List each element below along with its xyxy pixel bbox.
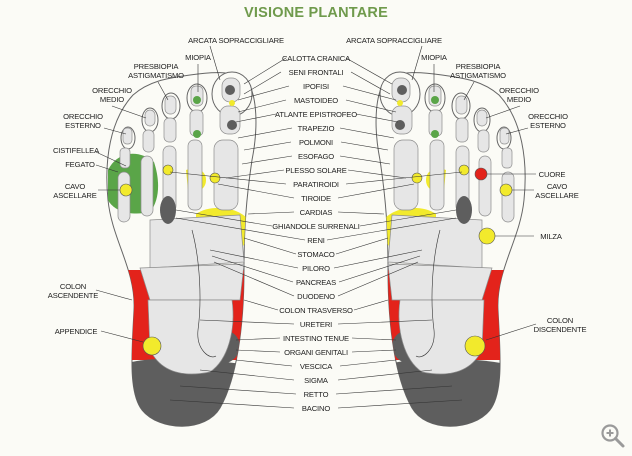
- label-sigma: SIGMA: [304, 376, 329, 385]
- label-left-appendice: APPENDICE: [55, 327, 98, 336]
- left-yellow-dot-1: [229, 100, 235, 106]
- label-paratiroidi: PARATIROIDI: [293, 180, 339, 189]
- outer-leader-lines: [95, 45, 537, 343]
- left-green-dot-1: [193, 96, 201, 104]
- right-green-dot-2: [431, 130, 439, 138]
- right-gray-dot-1: [397, 85, 407, 95]
- label-ghiandole-surrenali: GHIANDOLE SURRENALI: [272, 222, 359, 231]
- right-milza-dot: [478, 227, 496, 245]
- label-tiroide: TIROIDE: [301, 194, 331, 203]
- label-esofago: ESOFAGO: [298, 152, 334, 161]
- label-pancreas: PANCREAS: [296, 278, 336, 287]
- right-colon-dot: [464, 335, 486, 357]
- label-left-astigmatismo: ASTIGMATISMO: [128, 71, 184, 80]
- label-duodeno: DUODENO: [297, 292, 335, 301]
- label-colon-trasverso: COLON TRASVERSO: [279, 306, 353, 315]
- label-right-astigmatismo: ASTIGMATISMO: [450, 71, 506, 80]
- zoom-in-icon[interactable]: [599, 422, 627, 450]
- label-left-arcata: ARCATA SOPRACCIGLIARE: [188, 36, 284, 45]
- right-yellow-dot-1: [397, 100, 403, 106]
- diagram-title: VISIONE PLANTARE: [244, 5, 388, 21]
- left-yellow-dot-3: [162, 164, 174, 176]
- label-polmoni: POLMONI: [299, 138, 333, 147]
- left-gray-dot-2: [227, 120, 237, 130]
- label-right-orecchio-medio-1: ORECCHIO: [499, 86, 539, 95]
- label-cardias: CARDIAS: [300, 208, 333, 217]
- right-cuore-dot: [474, 167, 488, 181]
- right-green-dot-1: [431, 96, 439, 104]
- left-foot: [106, 71, 257, 427]
- label-right-cuore: CUORE: [539, 170, 566, 179]
- label-right-orecchio-esterno-1: ORECCHIO: [528, 112, 568, 121]
- left-green-dot-2: [193, 130, 201, 138]
- label-ureteri: URETERI: [300, 320, 332, 329]
- label-left-cavo: CAVO: [65, 182, 86, 191]
- right-cavo-dot: [499, 183, 513, 197]
- label-right-colon: COLON: [547, 316, 573, 325]
- label-right-discendente: DISCENDENTE: [534, 325, 587, 334]
- label-left-orecchio-esterno-2: ESTERNO: [65, 121, 101, 130]
- label-bacino: BACINO: [302, 404, 330, 413]
- left-appendice-dot: [142, 336, 162, 356]
- right-foot: [375, 71, 526, 427]
- label-left-orecchio-medio-1: ORECCHIO: [92, 86, 132, 95]
- center-leader-lines: [169, 57, 463, 409]
- label-intestino-tenue: INTESTINO TENUE: [283, 334, 349, 343]
- label-trapezio: TRAPEZIO: [298, 124, 335, 133]
- label-calotta-cranica: CALOTTA CRANICA: [282, 54, 351, 63]
- left-gray-dot-1: [225, 85, 235, 95]
- label-piloro: PILORO: [302, 264, 330, 273]
- label-seni-frontali: SENI FRONTALI: [289, 68, 344, 77]
- label-left-cistifellea: CISTIFELLEA: [53, 146, 100, 155]
- left-yellow-dot-2: [119, 183, 133, 197]
- label-left-ascellare: ASCELLARE: [53, 191, 96, 200]
- label-right-ascellare: ASCELLARE: [535, 191, 578, 200]
- label-right-arcata: ARCATA SOPRACCIGLIARE: [346, 36, 442, 45]
- right-outer-labels: ARCATA SOPRACCIGLIARE MIOPIA PRESBIOPIA …: [346, 36, 586, 334]
- label-organi-genitali: ORGANI GENITALI: [284, 348, 348, 357]
- left-gray-kidney: [160, 196, 176, 224]
- label-atlante-epistrofeo: ATLANTE EPISTROFEO: [275, 110, 357, 119]
- right-gray-dot-2: [395, 120, 405, 130]
- right-gray-kidney: [456, 196, 472, 224]
- left-yellow-dot-4: [209, 172, 221, 184]
- label-right-cavo: CAVO: [547, 182, 568, 191]
- left-bones: [117, 77, 245, 375]
- label-left-ascendente: ASCENDENTE: [48, 291, 98, 300]
- label-mastoideo: MASTOIDEO: [294, 96, 338, 105]
- label-reni: RENI: [307, 236, 325, 245]
- right-yellow-dot-3: [458, 164, 470, 176]
- label-right-orecchio-medio-2: MEDIO: [507, 95, 531, 104]
- right-yellow-dot-4: [411, 172, 423, 184]
- label-left-miopia: MIOPIA: [185, 53, 212, 62]
- label-stomaco: STOMACO: [297, 250, 334, 259]
- label-left-colon: COLON: [60, 282, 86, 291]
- label-ipofisi: IPOFISI: [303, 82, 329, 91]
- label-right-miopia: MIOPIA: [421, 53, 448, 62]
- label-plesso-solare: PLESSO SOLARE: [285, 166, 346, 175]
- label-retto: RETTO: [304, 390, 329, 399]
- label-right-milza: MILZA: [540, 232, 563, 241]
- center-labels: CALOTTA CRANICA SENI FRONTALI IPOFISI MA…: [272, 54, 360, 413]
- label-left-fegato: FEGATO: [65, 160, 95, 169]
- label-left-orecchio-esterno-1: ORECCHIO: [63, 112, 103, 121]
- label-left-orecchio-medio-2: MEDIO: [100, 95, 124, 104]
- left-outer-labels: ARCATA SOPRACCIGLIARE MIOPIA PRESBIOPIA …: [48, 36, 284, 336]
- label-vescica: VESCICA: [300, 362, 333, 371]
- label-right-orecchio-esterno-2: ESTERNO: [530, 121, 566, 130]
- label-right-presbiopia: PRESBIOPIA: [456, 62, 502, 71]
- label-left-presbiopia: PRESBIOPIA: [134, 62, 180, 71]
